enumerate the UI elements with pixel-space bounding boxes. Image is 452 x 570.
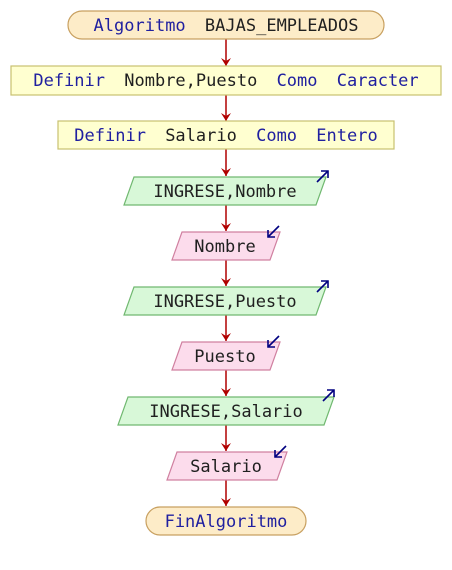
output-text: INGRESE,Puesto (153, 292, 296, 312)
definir-keyword: Definir (33, 71, 105, 91)
connectors (221, 39, 231, 506)
arrowhead-icon (221, 223, 231, 231)
input-arrow-icon (274, 445, 287, 458)
output-parallelogram (123, 176, 327, 206)
input-arrow-icon (267, 225, 280, 238)
definition-variables: Nombre,Puesto (124, 71, 257, 91)
input-arrow-icon (267, 335, 280, 348)
arrowhead-icon (221, 278, 231, 286)
input-parallelogram (171, 231, 281, 261)
algorithm-keyword: Algoritmo (94, 16, 186, 36)
output-node[interactable]: INGRESE,Puesto (123, 280, 329, 316)
algorithm-end-node[interactable]: FinAlgoritmo (145, 506, 307, 536)
input-text: Puesto (194, 347, 255, 367)
arrowhead-icon (221, 498, 231, 506)
input-parallelogram (171, 341, 281, 371)
input-node[interactable]: Nombre (171, 225, 281, 261)
algorithm-title: Algoritmo BAJAS_EMPLEADOS (94, 16, 359, 36)
definition-statement: Definir Nombre,Puesto Como Caracter (33, 71, 418, 91)
arrowhead-icon (221, 113, 231, 121)
definition-variables: Salario (165, 126, 237, 146)
input-parallelogram (166, 451, 288, 481)
output-parallelogram (117, 396, 335, 426)
terminal-shape (67, 10, 385, 40)
algorithm-name: BAJAS_EMPLEADOS (205, 16, 359, 36)
end-keyword: FinAlgoritmo (165, 512, 288, 532)
output-node[interactable]: INGRESE,Salario (117, 389, 335, 426)
output-text: INGRESE,Salario (149, 402, 303, 422)
arrowhead-icon (221, 168, 231, 176)
definition-shape (57, 120, 395, 150)
arrowhead-icon (221, 388, 231, 396)
input-text: Salario (190, 457, 262, 477)
output-node[interactable]: INGRESE,Nombre (123, 170, 329, 206)
arrowhead-icon (221, 443, 231, 451)
definition-statement: Definir Salario Como Entero (74, 126, 377, 146)
definition-type: Entero (316, 126, 377, 146)
output-parallelogram (123, 286, 327, 316)
define-name-position-node[interactable]: Definir Nombre,Puesto Como Caracter (10, 65, 442, 96)
terminal-shape (145, 506, 307, 536)
define-salary-node[interactable]: Definir Salario Como Entero (57, 120, 395, 150)
algorithm-start-node[interactable]: Algoritmo BAJAS_EMPLEADOS (67, 10, 385, 40)
output-arrow-icon (316, 170, 329, 183)
arrowhead-icon (221, 58, 231, 66)
como-keyword: Como (256, 126, 297, 146)
input-text: Nombre (194, 237, 255, 257)
output-arrow-icon (316, 280, 329, 293)
input-node[interactable]: Puesto (171, 335, 281, 371)
output-arrow-icon (322, 389, 335, 402)
input-node[interactable]: Salario (166, 445, 288, 481)
como-keyword: Como (277, 71, 318, 91)
definition-shape (10, 65, 442, 96)
output-text: INGRESE,Nombre (153, 182, 296, 202)
arrowhead-icon (221, 333, 231, 341)
definition-type: Caracter (337, 71, 419, 91)
definir-keyword: Definir (74, 126, 146, 146)
